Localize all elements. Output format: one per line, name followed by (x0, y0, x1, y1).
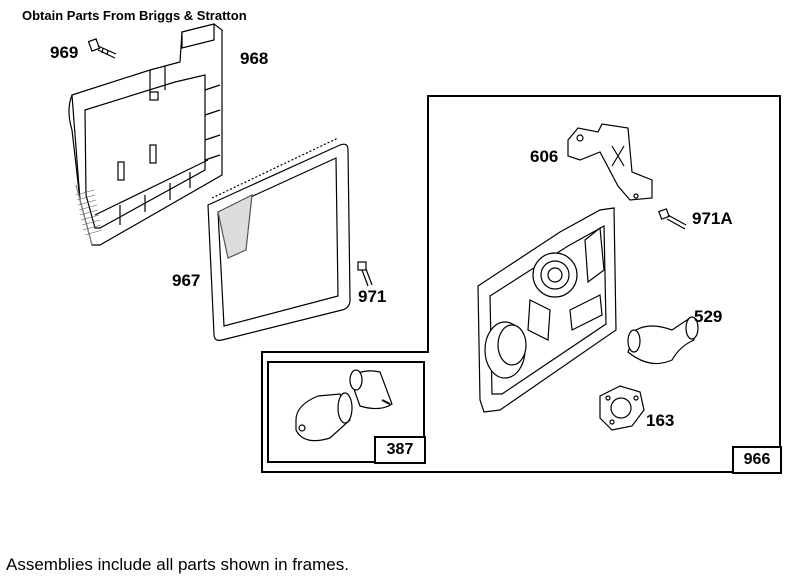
screw-971a (658, 208, 687, 230)
gasket-163 (599, 385, 645, 431)
part-label-971: 971 (358, 287, 387, 306)
screw-969 (87, 38, 117, 59)
assembly-frame-966 (261, 95, 781, 473)
part-label-163: 163 (646, 411, 675, 430)
page-footer: Assemblies include all parts shown in fr… (6, 555, 349, 574)
assembly-frame-387 (267, 361, 425, 463)
part-label-971a: 971A (692, 209, 733, 228)
part-label-529: 529 (694, 307, 723, 326)
part-label-969: 969 (50, 43, 79, 62)
part-label-967: 967 (172, 271, 201, 290)
elbow-tube-529 (627, 316, 699, 365)
air-cleaner-base-968 (68, 23, 223, 246)
page-header: Obtain Parts From Briggs & Stratton (22, 8, 247, 23)
part-label-968: 968 (240, 49, 269, 68)
housing-966 (477, 207, 617, 413)
part-label-606: 606 (530, 147, 559, 166)
frame-label-966: 966 (732, 446, 782, 474)
base-grille-texture (75, 189, 103, 236)
frame-label-387: 387 (374, 436, 426, 464)
screw-971 (357, 261, 373, 287)
bracket-606 (567, 123, 653, 201)
air-filter-967 (207, 137, 351, 341)
primer-bulb-387 (295, 369, 393, 442)
